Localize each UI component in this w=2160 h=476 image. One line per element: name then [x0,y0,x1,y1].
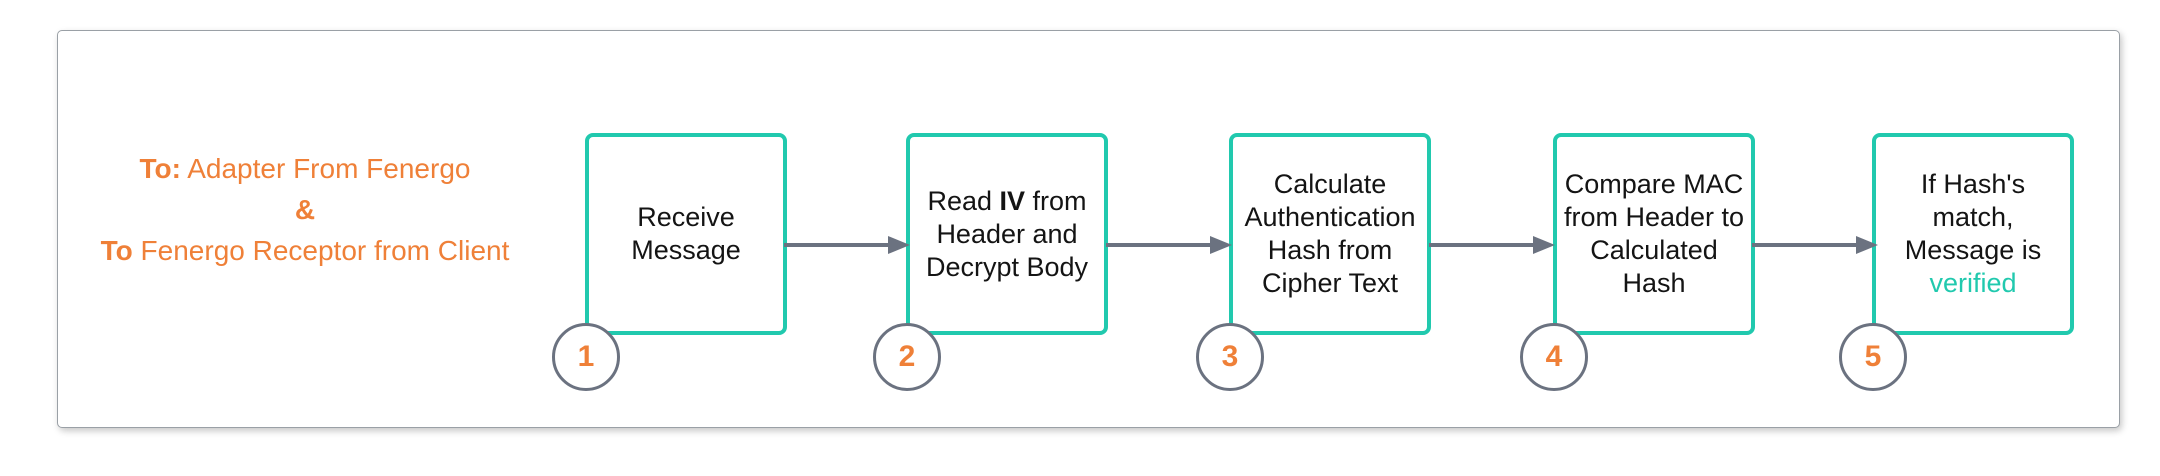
source-label: To: Adapter From Fenergo & To Fenergo Re… [95,148,515,271]
step-badge-4: 4 [1520,323,1588,391]
step-box-5-seg-verified: verified [1929,268,2017,298]
connector-arrow-3-4 [1429,234,1555,256]
step-box-5[interactable]: If Hash's match, Message is verified [1872,133,2074,335]
step-box-2-seg3: from Header and Decrypt Body [925,185,1089,282]
step-box-3-label: Calculate Authentication Hash from Ciphe… [1244,169,1416,298]
source-label-ampersand: & [294,194,316,225]
step-box-2-seg1: Read [927,185,1000,216]
step-badge-4-number: 4 [1545,340,1563,373]
step-box-2-label: Read IV from Header and Decrypt Body [916,185,1098,284]
source-label-line-1-prefix: To: [139,153,181,184]
step-badge-1-number: 1 [577,340,595,373]
source-label-line-1: To: Adapter From Fenergo [95,148,515,189]
source-label-line-3-rest: Fenergo Receptor from Client [132,235,510,266]
step-box-2-seg-iv: IV [999,185,1026,216]
connector-arrow-4-5 [1752,234,1878,256]
source-label-line-3-prefix: To [100,235,133,266]
step-box-3[interactable]: Calculate Authentication Hash from Ciphe… [1229,133,1431,335]
step-box-1-label: Receive Message [631,202,741,265]
step-badge-5: 5 [1839,323,1907,391]
step-badge-5-number: 5 [1864,340,1882,373]
step-badge-3-number: 3 [1221,340,1239,373]
step-box-2[interactable]: Read IV from Header and Decrypt Body [906,133,1108,335]
step-box-5-seg1: If Hash's match, Message is [1904,169,2042,265]
step-badge-3: 3 [1196,323,1264,391]
step-badge-2-number: 2 [898,340,916,373]
step-badge-2: 2 [873,323,941,391]
connector-arrow-1-2 [784,234,910,256]
step-box-1[interactable]: Receive Message [585,133,787,335]
source-label-line-1-rest: Adapter From Fenergo [180,153,471,184]
step-box-5-label: If Hash's match, Message is verified [1882,168,2064,300]
source-label-line-3: To Fenergo Receptor from Client [95,230,515,271]
step-box-4-label: Compare MAC from Header to Calculated Ha… [1563,169,1745,298]
step-box-4[interactable]: Compare MAC from Header to Calculated Ha… [1553,133,1755,335]
step-badge-1: 1 [552,323,620,391]
connector-arrow-2-3 [1106,234,1232,256]
